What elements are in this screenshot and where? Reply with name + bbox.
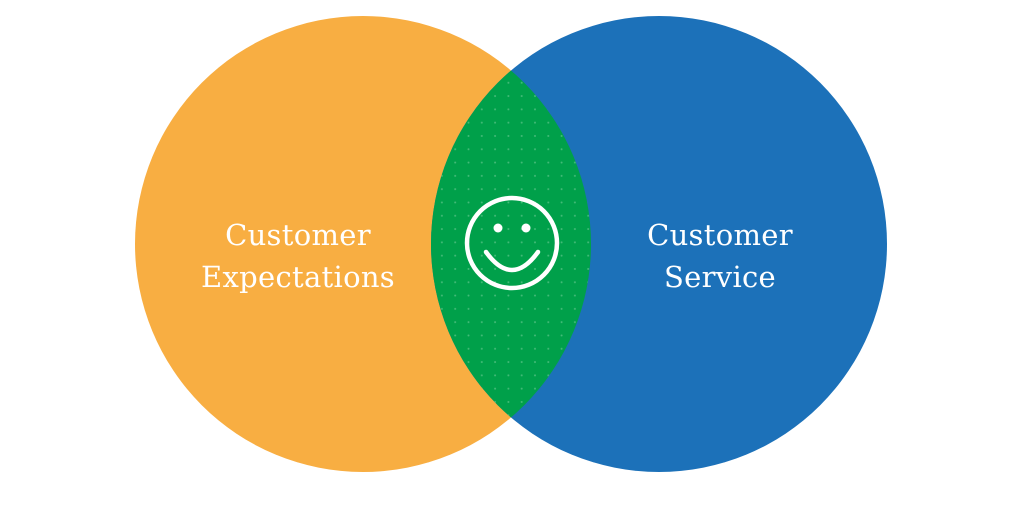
smiley-right-eye <box>521 223 531 233</box>
intersection-region <box>431 16 591 472</box>
smiley-face-icon <box>464 195 560 291</box>
customer-service-label: Customer Service <box>620 214 820 298</box>
customer-service-label-line1: Customer <box>647 218 793 252</box>
customer-expectations-label-line2: Expectations <box>201 260 395 294</box>
smiley-left-eye <box>493 223 503 233</box>
customer-service-label-line2: Service <box>663 260 777 294</box>
customer-expectations-label-line1: Customer <box>225 218 371 252</box>
customer-expectations-label: Customer Expectations <box>178 214 418 298</box>
